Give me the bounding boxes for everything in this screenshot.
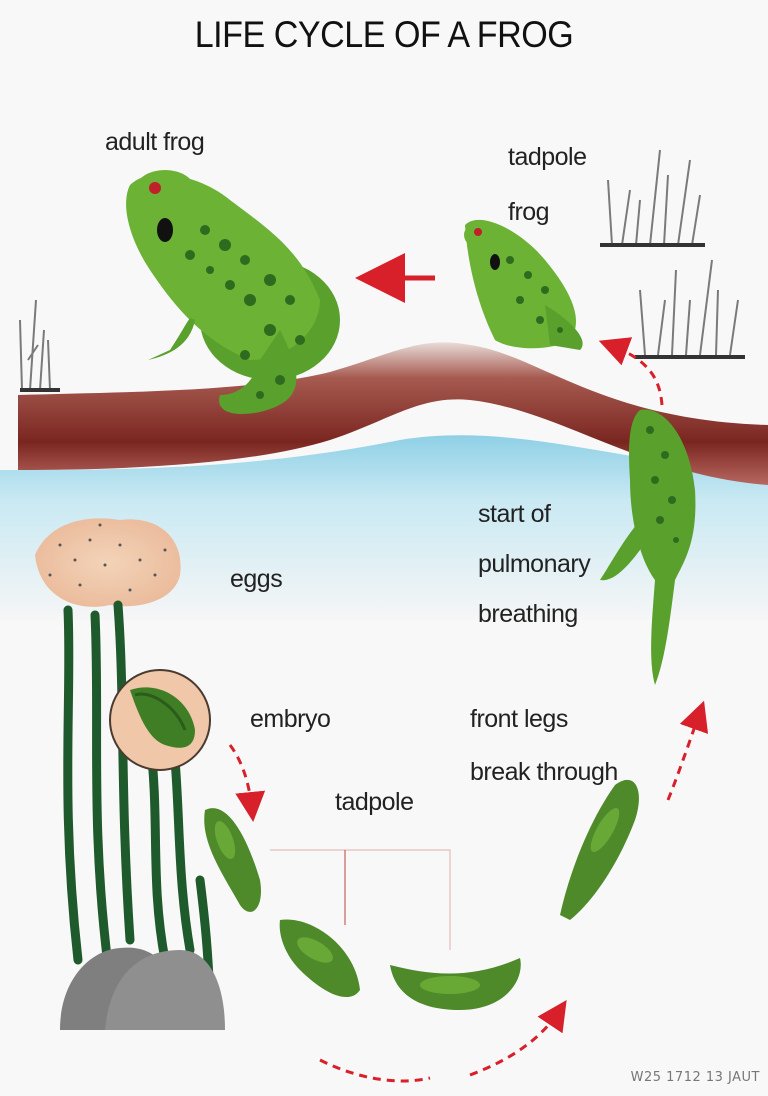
tadpole-illustrations: [204, 780, 639, 1010]
arrow-up-right: [668, 712, 700, 800]
label-tadpole-frog-line1: tadpole: [508, 143, 587, 173]
arrow-froglet-to-young: [610, 345, 662, 405]
label-embryo: embryo: [250, 705, 330, 735]
arrow-bottom-left: [320, 1060, 430, 1081]
grass-tuft-top: [600, 150, 705, 245]
grass-tuft-mid: [635, 260, 745, 357]
watermark: W25 1712 13 JAUT: [631, 1070, 760, 1085]
label-start-line3: breathing: [478, 600, 578, 630]
diagram-title: LIFE CYCLE OF A FROG: [31, 14, 738, 56]
tadpole-highlights: [211, 804, 625, 994]
arrow-bottom-right: [470, 1010, 560, 1075]
egg-mass-illustration: [35, 518, 181, 606]
rocks-illustration: [60, 948, 225, 1030]
label-front-legs-line1: front legs: [470, 705, 568, 735]
label-start-line2: pulmonary: [478, 550, 590, 580]
label-front-legs-line2: break through: [470, 758, 618, 788]
label-start-line1: start of: [478, 500, 550, 530]
label-tadpole-frog-line2: frog: [508, 198, 549, 228]
label-adult-frog: adult frog: [105, 128, 204, 158]
embryo-illustration: [110, 670, 210, 770]
young-frog-illustration: [464, 220, 583, 350]
grass-tuft-left: [20, 300, 60, 390]
arrow-embryo-to-tadpole: [230, 745, 252, 810]
label-tadpole: tadpole: [335, 788, 414, 818]
reeds-illustration: [68, 605, 210, 1000]
label-eggs: eggs: [230, 565, 282, 595]
